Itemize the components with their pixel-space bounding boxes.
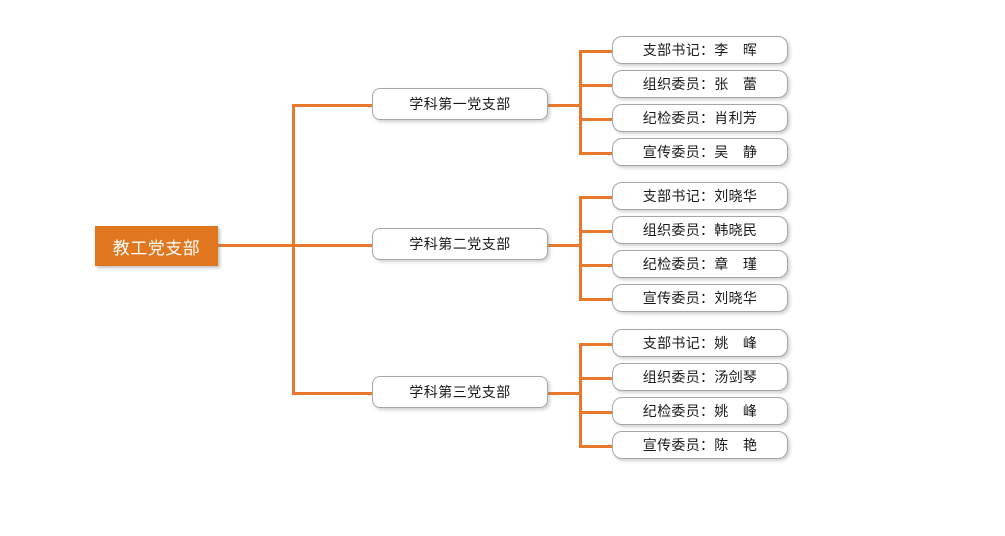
node-leaf-2-4-label: 宣传委员：刘晓华 <box>642 290 758 306</box>
node-leaf-1-1[interactable]: 支部书记：李 晖 <box>612 36 788 64</box>
connector-branch-1-out <box>547 104 582 107</box>
connector-branch-2-leaf-3 <box>579 264 614 267</box>
connector-branch-1-trunk <box>579 50 582 153</box>
node-leaf-2-1[interactable]: 支部书记：刘晓华 <box>612 182 788 210</box>
node-leaf-2-4[interactable]: 宣传委员：刘晓华 <box>612 284 788 312</box>
connector-branch-1-leaf-2 <box>579 84 614 87</box>
connector-trunk-to-branch-1 <box>292 104 374 107</box>
node-leaf-2-3[interactable]: 纪检委员：章 瑾 <box>612 250 788 278</box>
node-leaf-3-4[interactable]: 宣传委员：陈 艳 <box>612 431 788 459</box>
node-branch-1-label: 学科第一党支部 <box>409 96 511 112</box>
connector-branch-2-trunk <box>579 196 582 299</box>
connector-root-to-trunk <box>218 244 295 247</box>
connector-branch-2-leaf-4 <box>579 298 614 301</box>
connector-branch-1-leaf-3 <box>579 118 614 121</box>
node-leaf-3-4-label: 宣传委员：陈 艳 <box>642 437 758 453</box>
node-root-label: 教工党支部 <box>112 238 201 258</box>
node-branch-2[interactable]: 学科第二党支部 <box>372 228 548 260</box>
node-leaf-2-2[interactable]: 组织委员：韩晓民 <box>612 216 788 244</box>
node-leaf-1-4[interactable]: 宣传委员：吴 静 <box>612 138 788 166</box>
connector-branch-1-leaf-4 <box>579 152 614 155</box>
node-leaf-1-4-label: 宣传委员：吴 静 <box>642 144 758 160</box>
node-leaf-3-2[interactable]: 组织委员：汤剑琴 <box>612 363 788 391</box>
node-leaf-3-3[interactable]: 纪检委员：姚 峰 <box>612 397 788 425</box>
connector-trunk-to-branch-3 <box>292 392 374 395</box>
node-leaf-2-1-label: 支部书记：刘晓华 <box>642 188 758 204</box>
node-leaf-2-3-label: 纪检委员：章 瑾 <box>642 256 758 272</box>
connector-trunk-to-branch-2 <box>292 244 374 247</box>
connector-branch-3-out <box>547 392 582 395</box>
node-root[interactable]: 教工党支部 <box>95 226 218 266</box>
node-branch-3-label: 学科第三党支部 <box>409 384 511 400</box>
node-leaf-2-2-label: 组织委员：韩晓民 <box>642 222 758 238</box>
node-leaf-3-2-label: 组织委员：汤剑琴 <box>642 369 758 385</box>
connector-branch-3-leaf-2 <box>579 377 614 380</box>
connector-branch-3-trunk <box>579 343 582 446</box>
node-leaf-3-1[interactable]: 支部书记：姚 峰 <box>612 329 788 357</box>
connector-branch-2-leaf-2 <box>579 230 614 233</box>
connector-branch-3-leaf-3 <box>579 411 614 414</box>
connector-branch-1-leaf-1 <box>579 50 614 53</box>
connector-branch-3-leaf-1 <box>579 343 614 346</box>
node-branch-1[interactable]: 学科第一党支部 <box>372 88 548 120</box>
node-leaf-1-2-label: 组织委员：张 蕾 <box>642 76 758 92</box>
node-leaf-1-2[interactable]: 组织委员：张 蕾 <box>612 70 788 98</box>
node-leaf-3-3-label: 纪检委员：姚 峰 <box>642 403 758 419</box>
connector-trunk-main <box>292 104 295 392</box>
node-leaf-1-1-label: 支部书记：李 晖 <box>642 42 758 58</box>
node-branch-2-label: 学科第二党支部 <box>409 236 511 252</box>
connector-branch-2-leaf-1 <box>579 196 614 199</box>
node-branch-3[interactable]: 学科第三党支部 <box>372 376 548 408</box>
connector-branch-3-leaf-4 <box>579 445 614 448</box>
node-leaf-1-3-label: 纪检委员：肖利芳 <box>642 110 758 126</box>
node-leaf-3-1-label: 支部书记：姚 峰 <box>642 335 758 351</box>
node-leaf-1-3[interactable]: 纪检委员：肖利芳 <box>612 104 788 132</box>
connector-branch-2-out <box>547 244 582 247</box>
